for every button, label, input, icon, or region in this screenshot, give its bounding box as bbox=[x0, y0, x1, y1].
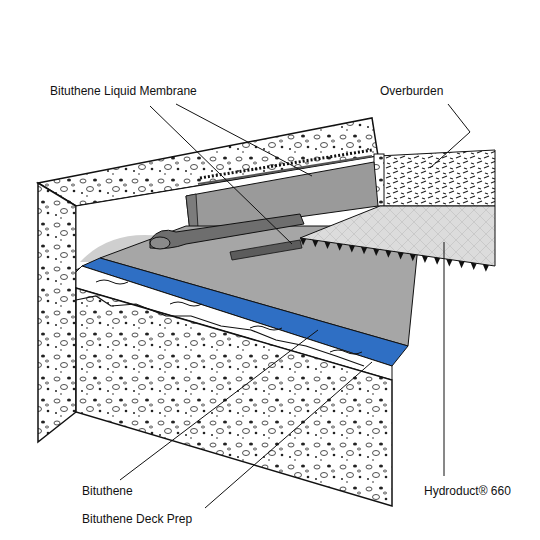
dimple bbox=[446, 259, 452, 266]
leader-line bbox=[176, 104, 312, 176]
dimple bbox=[471, 263, 477, 270]
callout-label: Bituthene Deck Prep bbox=[80, 512, 194, 527]
leader-line bbox=[120, 330, 318, 480]
leader-line bbox=[444, 242, 445, 476]
dimple bbox=[422, 256, 428, 263]
callout-label: Bituthene bbox=[80, 484, 135, 499]
dimple bbox=[458, 261, 464, 268]
dimple bbox=[434, 257, 440, 264]
callout-label: Hydroduct® 660 bbox=[422, 484, 513, 499]
leader-line bbox=[430, 104, 470, 168]
concrete-slab bbox=[76, 288, 392, 506]
drainage-dimples bbox=[300, 238, 489, 272]
membrane-roll bbox=[150, 237, 170, 249]
callout-label: Overburden bbox=[378, 84, 445, 99]
dimple bbox=[398, 252, 404, 259]
overburden-fill bbox=[378, 150, 495, 206]
leader-line bbox=[150, 106, 292, 244]
leader-line bbox=[205, 362, 372, 508]
concrete-wall bbox=[38, 183, 76, 442]
leader-lines bbox=[120, 104, 470, 508]
dimple bbox=[385, 250, 391, 257]
dimple bbox=[300, 238, 306, 245]
dimple bbox=[373, 249, 379, 256]
dimple bbox=[483, 264, 489, 271]
membrane-termination bbox=[200, 150, 372, 178]
drainage-sheet bbox=[300, 206, 495, 266]
dimple bbox=[312, 240, 318, 247]
dimple bbox=[337, 243, 343, 250]
dimple bbox=[324, 242, 330, 249]
slab-break-line bbox=[76, 296, 364, 366]
dimple bbox=[361, 247, 367, 254]
dimple bbox=[349, 245, 355, 252]
dimple bbox=[410, 254, 416, 261]
membrane-top-edge bbox=[198, 156, 372, 184]
callout-label: Bituthene Liquid Membrane bbox=[48, 84, 199, 99]
